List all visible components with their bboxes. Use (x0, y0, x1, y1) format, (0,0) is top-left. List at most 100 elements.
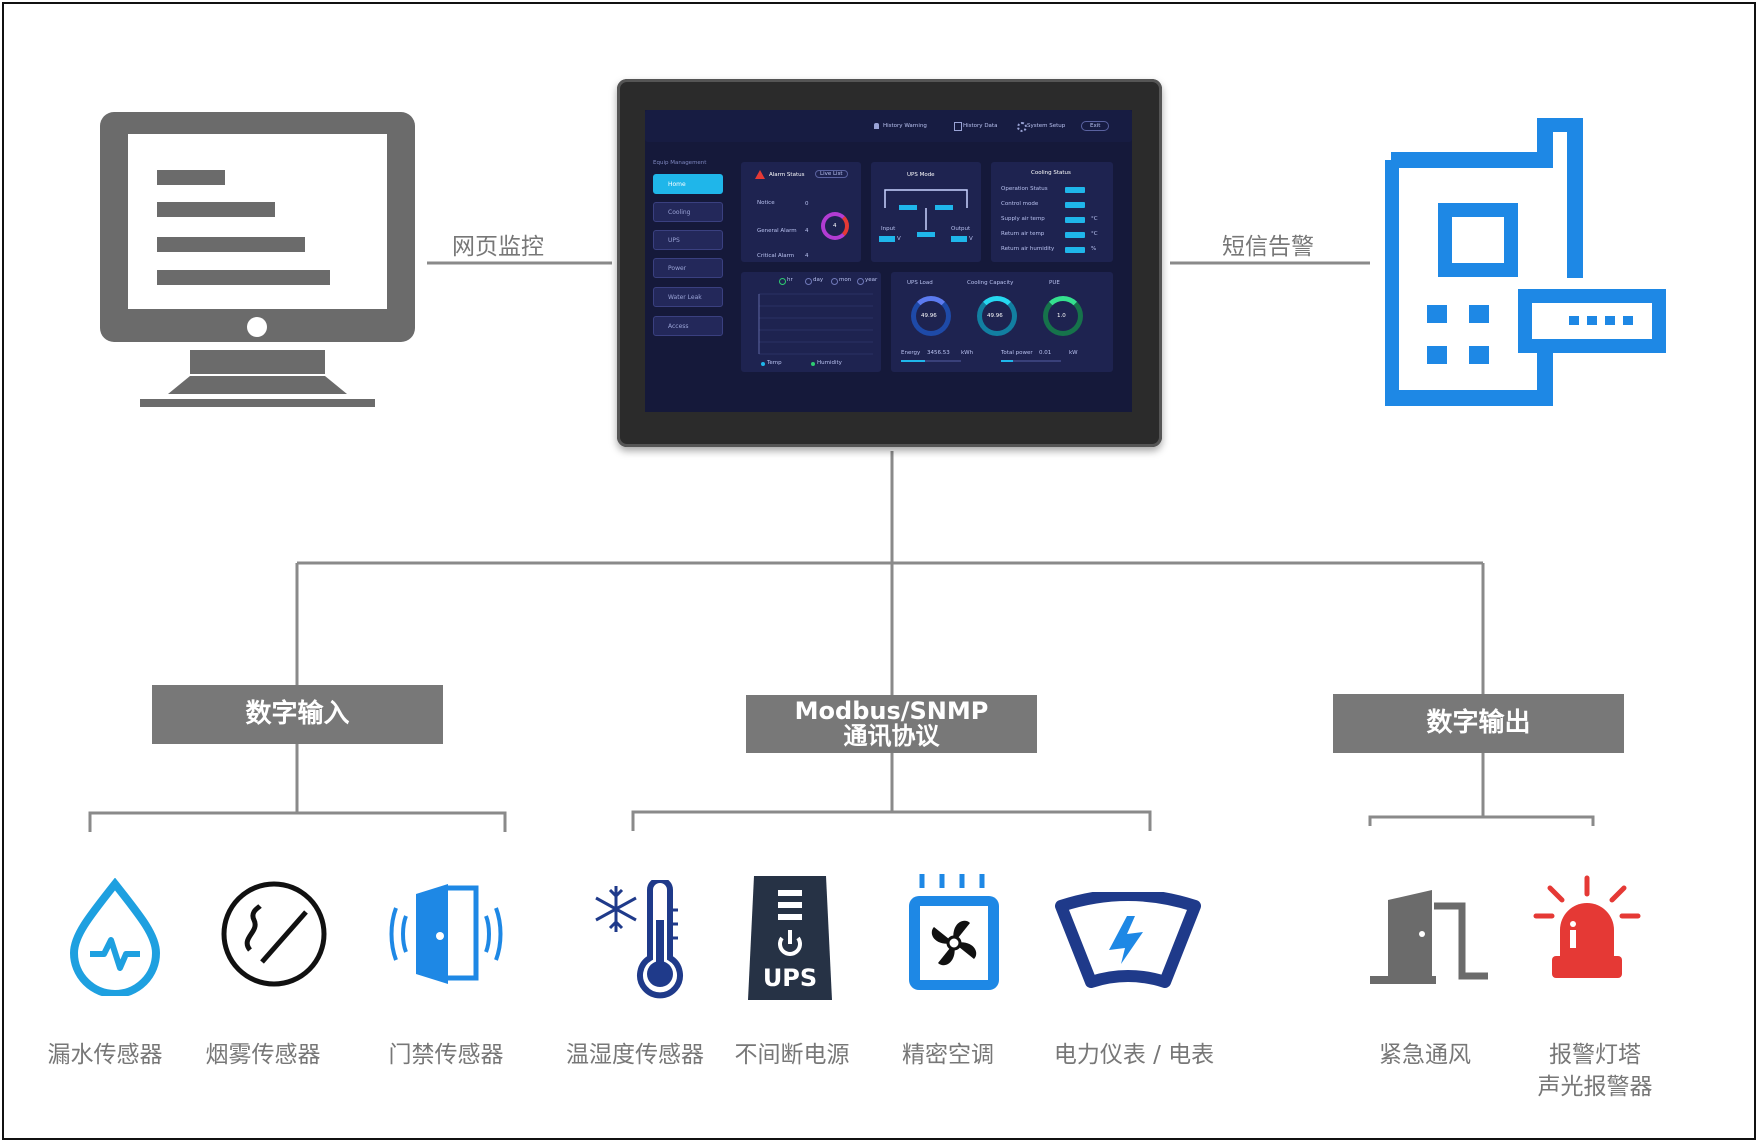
digital-input-box: 数字输入 (152, 685, 443, 744)
pue-label: PUE (1049, 280, 1060, 286)
door-sensor-label: 门禁传感器 (388, 1042, 504, 1068)
ventilation-door-icon (1370, 890, 1488, 984)
total-power-label: Total power (1001, 350, 1033, 356)
notice-value: 0 (805, 201, 809, 207)
range-option[interactable]: hr (787, 277, 793, 283)
temp-humidity-label: 温湿度传感器 (566, 1042, 704, 1068)
precision-ac-label: 精密空调 (902, 1042, 994, 1068)
cooling-row-value (1065, 247, 1085, 253)
digital-output-box: 数字输出 (1333, 694, 1624, 753)
range-option[interactable]: year (865, 277, 878, 283)
temp-legend: Temp (767, 360, 782, 366)
web-monitor-label: 网页监控 (452, 234, 544, 260)
range-radio[interactable] (857, 278, 864, 285)
cooling-row-label: Return air temp (1001, 231, 1045, 237)
sidebar-title: Equip Management (653, 160, 707, 166)
trend-chart (758, 293, 873, 355)
cooling-row-unit: °C (1091, 216, 1098, 222)
ups-output-unit: V (969, 236, 973, 242)
water-leak-label: 漏水传感器 (47, 1042, 163, 1068)
cooling-row-value (1065, 232, 1085, 238)
sms-phone-icon (1385, 118, 1666, 406)
notice-label: Notice (757, 200, 775, 206)
history-data-link[interactable]: History Data (963, 123, 998, 129)
energy-bar (901, 360, 961, 362)
water-drop-icon (69, 878, 161, 996)
total-power-bar (1001, 360, 1061, 362)
nav-cooling[interactable]: Cooling (653, 202, 723, 222)
cooling-row-value (1065, 187, 1085, 193)
history-warning-link[interactable]: History Warning (883, 123, 927, 129)
system-setup-link[interactable]: System Setup (1027, 123, 1066, 129)
protocol-box: Modbus/SNMP 通讯协议 (746, 695, 1037, 753)
nav-home[interactable]: Home (653, 174, 723, 194)
nav-ups[interactable]: UPS (653, 230, 723, 250)
touchscreen-panel: History Warning History Data System Setu… (617, 79, 1162, 447)
power-meter-label: 电力仪表 / 电表 (1053, 1042, 1215, 1068)
protocol-label-line2: 通讯协议 (843, 722, 940, 750)
general-alarm-label: General Alarm (757, 228, 797, 234)
digital-output-label: 数字输出 (1426, 707, 1531, 738)
computer-monitor-icon (100, 112, 415, 407)
alarm-status-title: Alarm Status (769, 172, 805, 178)
live-list-button[interactable]: Live List (815, 170, 848, 178)
range-radio[interactable] (831, 278, 838, 285)
alarm-beacon-icon (1533, 875, 1641, 978)
thermometer-snowflake-icon (595, 880, 683, 999)
dashboard-screen: History Warning History Data System Setu… (645, 110, 1132, 412)
cooling-status-panel (991, 162, 1113, 262)
cooling-row-unit: °C (1091, 231, 1098, 237)
ventilation-label: 紧急通风 (1379, 1042, 1471, 1068)
alarm-ring-chart (821, 212, 849, 240)
exit-button[interactable]: Exit (1081, 121, 1110, 131)
total-power-value: 0.01 (1039, 350, 1052, 356)
screen-header (645, 110, 1132, 142)
warning-icon (755, 170, 765, 179)
nav-power[interactable]: Power (653, 258, 723, 278)
ups-device-icon (748, 876, 832, 1000)
precision-ac-icon (909, 874, 999, 990)
ups-output-label: Output (951, 226, 971, 232)
range-option[interactable]: day (813, 277, 824, 283)
alarm-beacon-label-2: 声光报警器 (1537, 1074, 1653, 1100)
critical-alarm-value: 4 (805, 253, 809, 259)
temp-humidity-trend-panel (741, 272, 881, 372)
humidity-legend-dot (811, 362, 815, 366)
alarm-ring-value: 4 (833, 223, 837, 229)
smoke-sensor-label: 烟雾传感器 (205, 1042, 321, 1068)
cooling-row-value (1065, 217, 1085, 223)
ups-mode-title: UPS Mode (907, 172, 935, 178)
energy-value: 3456.53 (927, 350, 950, 356)
critical-alarm-label: Critical Alarm (757, 253, 795, 259)
power-meter-icon (1055, 892, 1201, 988)
range-radio[interactable] (779, 278, 786, 285)
ups-label: 不间断电源 (734, 1042, 850, 1068)
cooling-row-label: Return air humidity (1001, 246, 1055, 252)
pue-value: 1.0 (1057, 313, 1066, 319)
smoke-sensor-icon (221, 881, 327, 987)
energy-label: Energy (901, 350, 921, 356)
range-option[interactable]: mon (839, 277, 852, 283)
energy-unit: kWh (961, 350, 974, 356)
cooling-row-label: Control mode (1001, 201, 1039, 207)
nav-access[interactable]: Access (653, 316, 723, 336)
general-alarm-value: 4 (805, 228, 809, 234)
ups-input-unit: V (897, 236, 901, 242)
cooling-capacity-value: 49.96 (987, 313, 1003, 319)
ups-flow-diagram (879, 189, 968, 242)
door-sensor-icon (389, 884, 503, 984)
ups-load-label: UPS Load (907, 280, 933, 286)
ups-icon: UPS (748, 876, 832, 1000)
protocol-label-line1: Modbus/SNMP (794, 696, 989, 725)
temp-legend-dot (761, 362, 765, 366)
ups-load-value: 49.96 (921, 313, 937, 319)
total-power-unit: kW (1069, 350, 1078, 356)
cooling-row-label: Supply air temp (1001, 216, 1045, 222)
nav-water-leak[interactable]: Water Leak (653, 287, 723, 307)
cooling-capacity-label: Cooling Capacity (967, 280, 1014, 286)
document-icon (954, 122, 962, 131)
sms-alert-label: 短信告警 (1222, 234, 1314, 260)
range-radio[interactable] (805, 278, 812, 285)
